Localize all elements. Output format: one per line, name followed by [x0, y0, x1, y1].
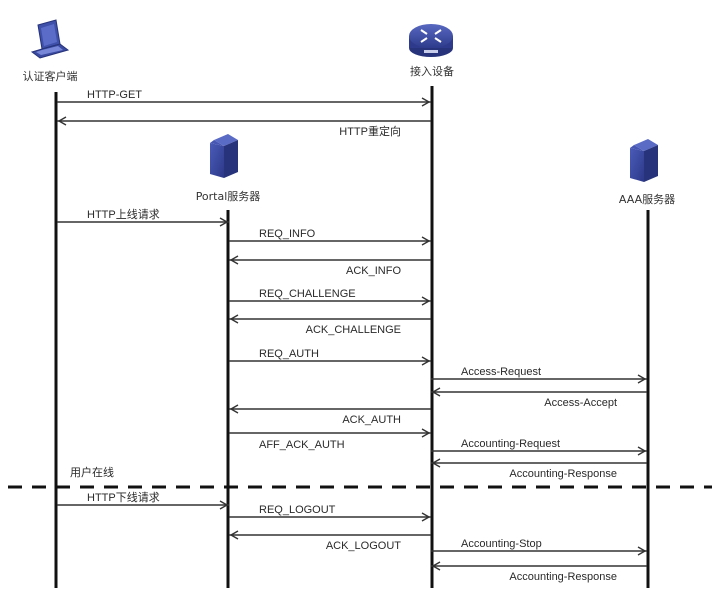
arrowhead-icon — [229, 404, 239, 414]
message-1: HTTP重定向 — [57, 116, 431, 138]
aaa-server-icon — [630, 139, 658, 182]
arrowhead-icon — [229, 255, 239, 265]
arrowhead-icon — [57, 116, 67, 126]
message-6: ACK_CHALLENGE — [229, 314, 431, 336]
message-label: REQ_LOGOUT — [259, 504, 336, 516]
portal-server-icon — [210, 134, 238, 178]
message-label: AFF_ACK_AUTH — [259, 439, 345, 451]
message-label: Accounting-Response — [509, 468, 617, 480]
arrowhead-icon — [421, 356, 431, 366]
arrowhead-icon — [421, 428, 431, 438]
message-label: HTTP下线请求 — [87, 490, 160, 504]
message-10: ACK_AUTH — [229, 404, 431, 426]
arrowhead-icon — [421, 236, 431, 246]
arrowhead-icon — [219, 217, 229, 227]
message-4: ACK_INFO — [229, 255, 431, 277]
message-label: Accounting-Response — [509, 571, 617, 583]
message-label: HTTP-GET — [87, 89, 142, 101]
message-15: REQ_LOGOUT — [229, 504, 431, 522]
arrowhead-icon — [637, 546, 647, 556]
message-label: HTTP上线请求 — [87, 207, 160, 221]
message-18: Accounting-Response — [431, 561, 647, 583]
message-label: ACK_CHALLENGE — [306, 324, 401, 336]
divider-label: 用户在线 — [70, 465, 114, 479]
message-2: HTTP上线请求 — [57, 207, 229, 227]
message-label: ACK_INFO — [346, 265, 401, 277]
message-16: ACK_LOGOUT — [229, 530, 431, 552]
arrowhead-icon — [431, 561, 441, 571]
message-0: HTTP-GET — [57, 89, 431, 107]
message-label: ACK_AUTH — [342, 414, 401, 426]
arrowhead-icon — [431, 458, 441, 468]
message-8: Access-Request — [431, 366, 647, 384]
arrowhead-icon — [229, 530, 239, 540]
message-label: Accounting-Stop — [461, 538, 542, 550]
actor-label-client: 认证客户端 — [23, 69, 78, 83]
message-label: REQ_CHALLENGE — [259, 288, 356, 300]
message-label: Access-Accept — [544, 397, 617, 409]
message-label: Access-Request — [461, 366, 541, 378]
message-9: Access-Accept — [431, 387, 647, 409]
arrowhead-icon — [421, 512, 431, 522]
arrowhead-icon — [637, 446, 647, 456]
message-label: Accounting-Request — [461, 438, 560, 450]
message-14: HTTP下线请求 — [57, 490, 229, 510]
arrowhead-icon — [431, 387, 441, 397]
router-icon — [409, 24, 453, 57]
message-label: HTTP重定向 — [339, 124, 401, 138]
message-label: REQ_AUTH — [259, 348, 319, 360]
message-5: REQ_CHALLENGE — [229, 288, 431, 306]
actor-label-portal: Portal服务器 — [196, 190, 261, 203]
arrowhead-icon — [421, 97, 431, 107]
message-7: REQ_AUTH — [229, 348, 431, 366]
actor-label-device: 接入设备 — [410, 64, 454, 78]
arrowhead-icon — [219, 500, 229, 510]
actor-label-aaa: AAA服务器 — [619, 193, 675, 206]
message-label: REQ_INFO — [259, 228, 316, 240]
message-13: Accounting-Response — [431, 458, 647, 480]
message-12: Accounting-Request — [431, 438, 647, 456]
arrowhead-icon — [229, 314, 239, 324]
arrowhead-icon — [421, 296, 431, 306]
arrowhead-icon — [637, 374, 647, 384]
message-17: Accounting-Stop — [431, 538, 647, 556]
laptop-icon — [30, 19, 70, 59]
message-label: ACK_LOGOUT — [326, 540, 401, 552]
message-11: AFF_ACK_AUTH — [229, 428, 431, 451]
message-3: REQ_INFO — [229, 228, 431, 246]
